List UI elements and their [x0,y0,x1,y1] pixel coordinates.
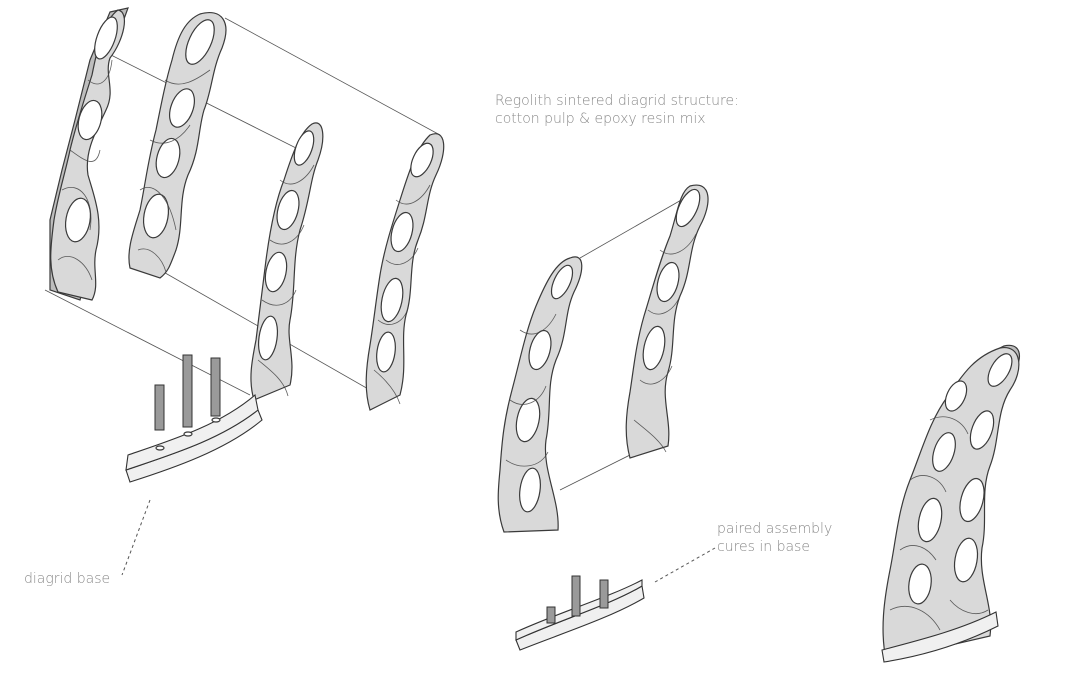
paired-panel-right [625,184,709,459]
paired-assembly-label: paired assembly cures in base [717,520,832,556]
title-label: Regolith sintered diagrid structure: cot… [495,92,739,128]
diagrid-base-label: diagrid base [24,570,110,588]
projection-lines [44,17,691,491]
diagrid-panel-4 [365,133,445,411]
title-line-1: Regolith sintered diagrid structure: [495,93,739,109]
paired-line-1: paired assembly [717,521,833,537]
diagrid-panel-1 [49,7,129,301]
paired-panel-left [497,256,583,533]
diagrid-panel-2 [128,12,227,279]
paired-line-2: cures in base [717,539,810,555]
diagrid-base-text: diagrid base [24,571,111,587]
diagrid-panel-3 [250,122,324,401]
diagrid-base-part [121,354,263,576]
title-line-2: cotton pulp & epoxy resin mix [495,111,706,127]
paired-base-part [515,547,716,651]
assembled-structure [881,344,1021,663]
